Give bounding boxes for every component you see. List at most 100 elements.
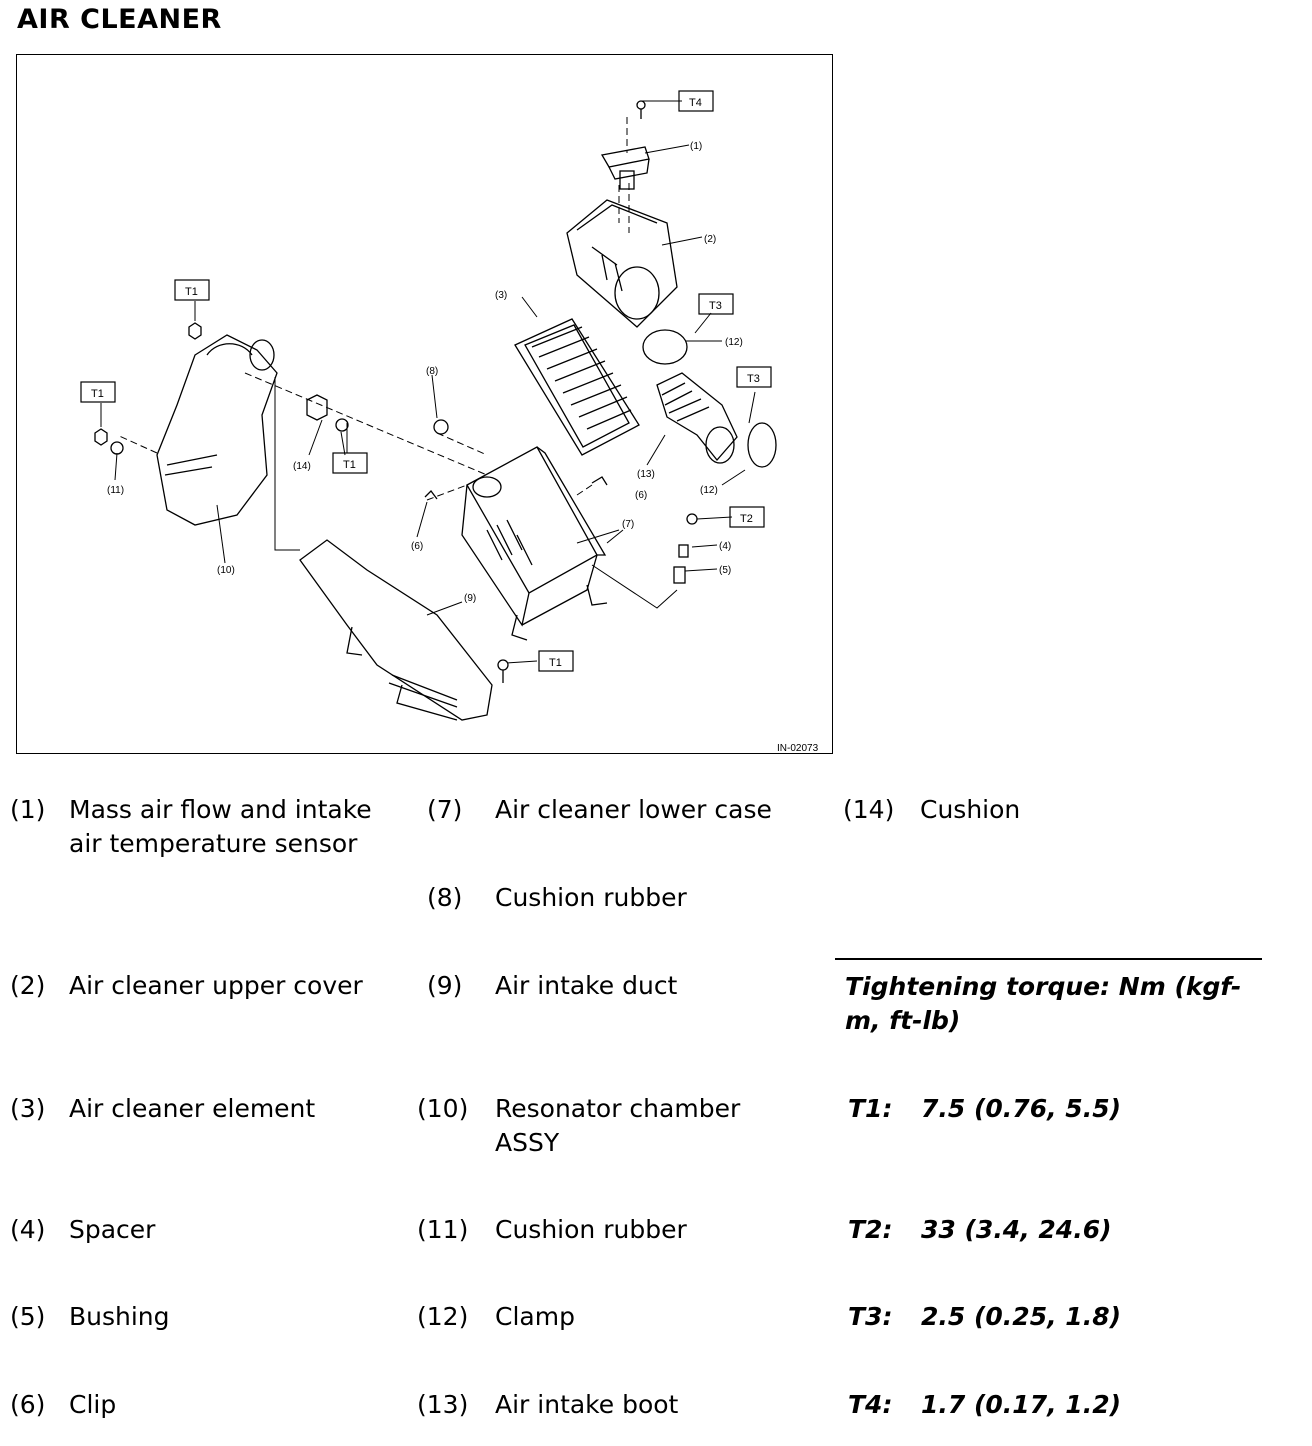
callout-7: (7): [622, 519, 634, 530]
torque-id: T1:: [848, 1094, 893, 1123]
tag-t1-mid: T1: [343, 459, 356, 471]
diagram-drawing: T4 T1 T1 T1 T1 T3 T3 T2 (1) (2) (3) (4) …: [80, 90, 819, 754]
tag-t1-upper: T1: [185, 286, 198, 298]
torque-divider: [835, 958, 1262, 960]
tag-box-t2: [729, 506, 765, 528]
callout-12-lower: (12): [700, 485, 718, 496]
legend-text: Clamp: [495, 1302, 575, 1331]
legend-number: (13): [417, 1390, 469, 1419]
page-title: AIR CLEANER: [17, 4, 222, 35]
boot-drawing: [656, 372, 738, 464]
legend-item-1: (1) Mass air flow and intake air tempera…: [10, 793, 410, 903]
tag-box-t1-left: [80, 381, 116, 403]
legend-number: (6): [10, 1390, 46, 1419]
callout-13: (13): [637, 469, 655, 480]
legend-item-10: (10) Resonator chamber ASSY: [417, 1092, 817, 1164]
torque-value: 33 (3.4, 24.6): [921, 1215, 1112, 1244]
nut-t1-upper: [188, 322, 202, 340]
callout-12-upper: (12): [725, 337, 743, 348]
tag-box-t1-lower: [538, 650, 574, 672]
intake-duct-drawing: [299, 539, 493, 721]
callout-11: (11): [107, 485, 124, 496]
tag-box-t1-upper: [174, 279, 210, 301]
callout-1: (1): [690, 141, 702, 152]
exploded-parts-diagram: T4 T1 T1 T1 T1 T3 T3 T2 (1) (2) (3) (4) …: [16, 54, 833, 754]
torque-id: T2:: [848, 1215, 893, 1244]
legend-number: (11): [417, 1215, 469, 1244]
callout-4: (4): [719, 541, 731, 552]
legend-text: Clip: [69, 1390, 117, 1419]
legend-text: Cushion: [920, 795, 1021, 824]
legend-text: Air cleaner lower case: [495, 795, 772, 824]
callout-9: (9): [464, 593, 476, 604]
legend-number: (14): [843, 795, 895, 824]
element-drawing: [514, 318, 640, 456]
nut-t1-mid: [335, 418, 349, 432]
tag-t3-upper: T3: [709, 300, 722, 312]
legend-number: (12): [417, 1302, 469, 1331]
callout-10: (10): [217, 565, 235, 576]
leader-lines: [100, 100, 756, 664]
clamp-lower-drawing: [747, 422, 777, 468]
callout-6-right: (6): [635, 490, 647, 501]
torque-id: T3:: [848, 1302, 893, 1331]
legend-number: (2): [10, 971, 46, 1000]
torque-value: 2.5 (0.25, 1.8): [921, 1302, 1122, 1331]
legend-text: Spacer: [69, 1215, 156, 1244]
clip-6-left: [424, 490, 438, 500]
upper-cover-drawing: [566, 199, 678, 328]
cushion-rubber-8: [433, 419, 449, 435]
clamp-upper-drawing: [642, 329, 688, 365]
torque-value: 7.5 (0.76, 5.5): [921, 1094, 1122, 1123]
legend-number: (4): [10, 1215, 46, 1244]
legend-number: (8): [427, 883, 463, 912]
legend-number: (10): [417, 1094, 469, 1123]
cushion-14: [306, 394, 328, 421]
tag-t1-left: T1: [91, 388, 104, 400]
bolt-t2: [686, 513, 698, 525]
legend-text: Mass air flow and intake air temperature…: [69, 795, 372, 858]
callout-14: (14): [293, 461, 311, 472]
tag-t1-lower: T1: [549, 657, 562, 669]
tag-box-t3-lower: [736, 366, 772, 388]
tag-box-t3-upper: [698, 293, 734, 315]
legend-number: (9): [427, 971, 463, 1000]
assembly-lines: [116, 117, 630, 501]
legend-text: Bushing: [69, 1302, 170, 1331]
legend-number: (1): [10, 795, 46, 824]
torque-heading: Tightening torque: Nm (kgf-m, ft-lb): [845, 972, 1242, 1035]
legend-text: Resonator chamber ASSY: [495, 1094, 741, 1157]
legend-number: (3): [10, 1094, 46, 1123]
lower-case-drawing: [461, 446, 608, 641]
legend-text: Cushion rubber: [495, 883, 687, 912]
fasteners-drawing: [94, 322, 698, 683]
clip-6-right: [591, 476, 608, 486]
callout-8: (8): [426, 366, 438, 377]
callout-3: (3): [495, 290, 507, 301]
legend-text: Cushion rubber: [495, 1215, 687, 1244]
tag-box-t1-mid: [332, 452, 368, 474]
legend-number: (5): [10, 1302, 46, 1331]
callout-2: (2): [704, 234, 716, 245]
tag-t3-lower: T3: [747, 373, 760, 385]
maf-sensor-drawing: [600, 100, 650, 190]
spacer-4: [678, 544, 689, 558]
legend-text: Air intake boot: [495, 1390, 679, 1419]
cushion-rubber-11: [110, 441, 124, 455]
legend-text: Air cleaner element: [69, 1094, 316, 1123]
legend-text: Air cleaner upper cover: [69, 971, 363, 1000]
callout-5: (5): [719, 565, 731, 576]
diagram-reference-code: IN-02073: [777, 743, 819, 754]
torque-tag-boxes: [80, 90, 772, 672]
resonator-drawing: [156, 334, 278, 526]
torque-id: T4:: [848, 1390, 893, 1419]
bushing-5: [673, 566, 686, 584]
tag-t2: T2: [740, 513, 753, 525]
tag-box-t4: [678, 90, 714, 112]
tag-t4: T4: [689, 97, 702, 109]
assembly-lines-solid: [274, 377, 678, 609]
nut-t1-left: [94, 428, 108, 446]
callout-6-left: (6): [411, 541, 423, 552]
bolt-t1-lower: [497, 659, 509, 671]
legend-text: Air intake duct: [495, 971, 678, 1000]
